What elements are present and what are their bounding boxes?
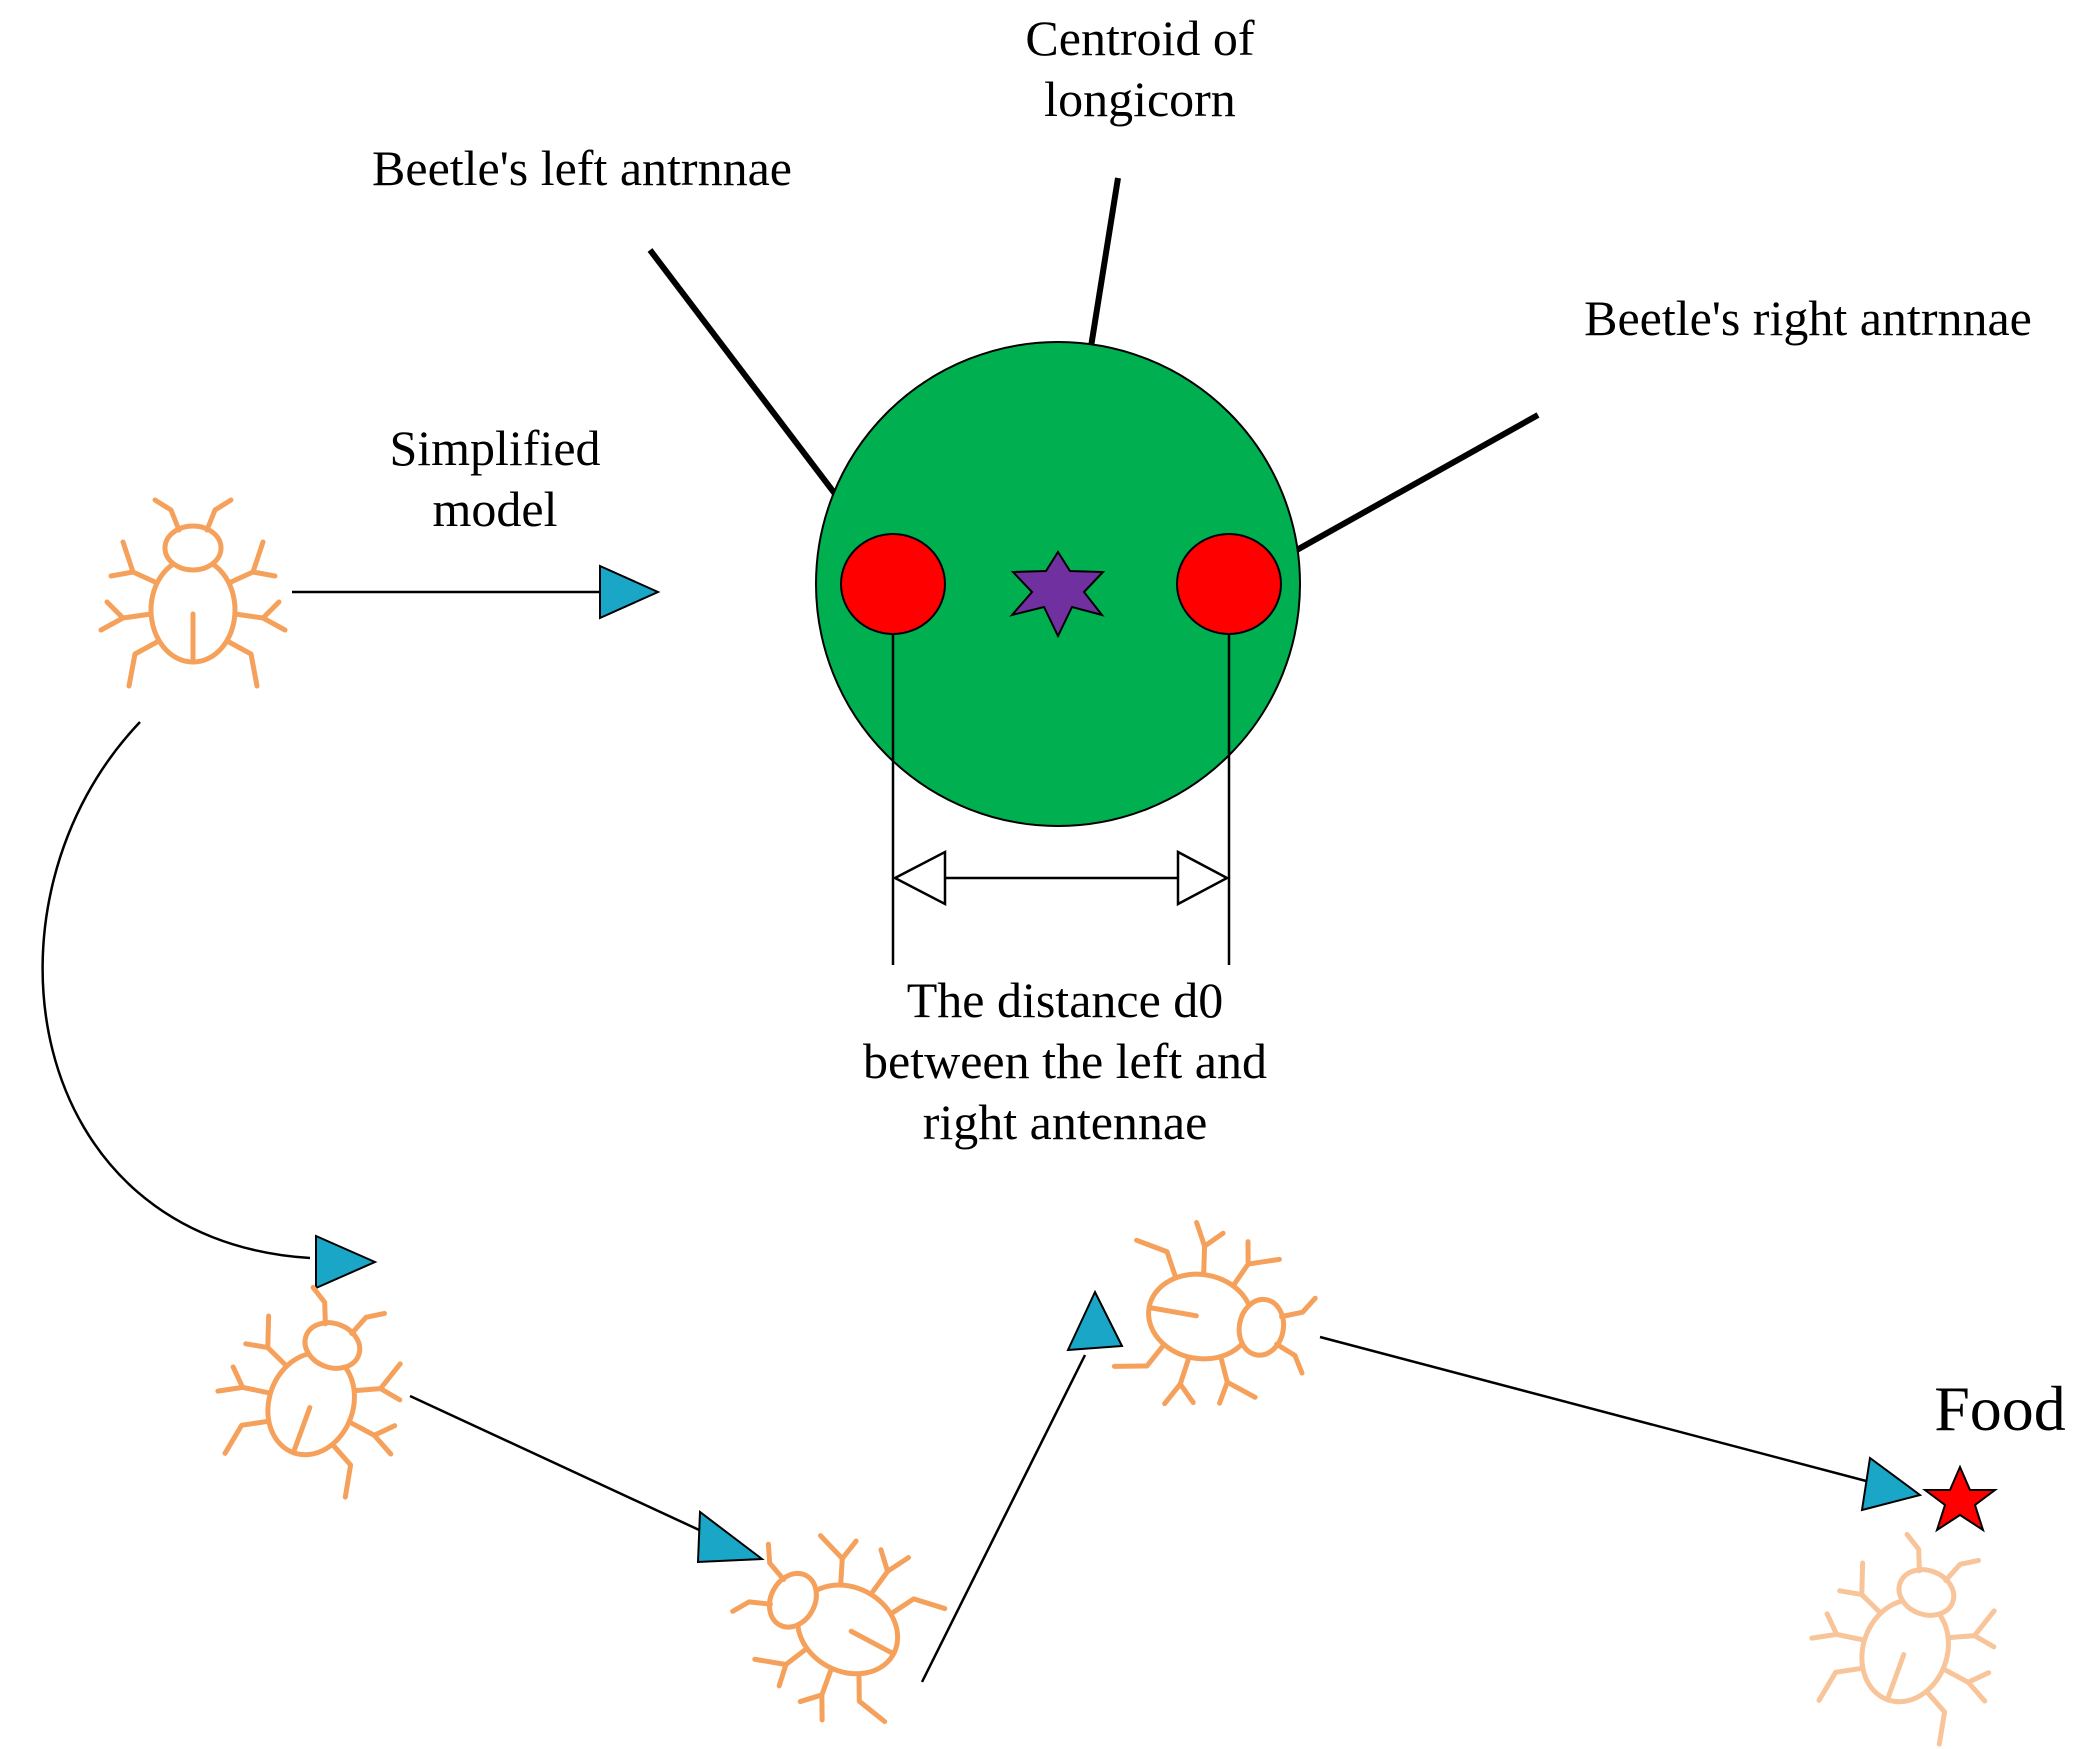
right-antenna-dot [1176, 533, 1282, 635]
distance-label-line-2: between the left and [863, 1033, 1267, 1089]
centroid-label: Centroid of longicorn [905, 8, 1375, 130]
triangle-arrow-icon [599, 564, 661, 620]
search-path-segment-3 [920, 1354, 1087, 1683]
beetle-icon [101, 500, 285, 686]
beetle-icon [1793, 1516, 2030, 1749]
centroid-label-line-1: Centroid of [1025, 10, 1255, 66]
beetle-icon [707, 1497, 958, 1747]
distance-arrowhead-left-icon [892, 849, 947, 907]
triangle-arrow-icon [315, 1234, 378, 1290]
triangle-arrow-icon [696, 1510, 765, 1564]
simplified-model-label: Simplified model [295, 418, 695, 540]
distance-arrowhead-right-icon [1176, 849, 1230, 907]
distance-label-line-3: right antennae [922, 1094, 1208, 1150]
simplified-label-line-2: model [432, 481, 558, 537]
left-antenna-dot [840, 533, 946, 635]
search-path-curve [41, 721, 311, 1260]
six-point-star-icon [1009, 550, 1106, 639]
triangle-arrow-icon [1860, 1456, 1923, 1512]
simplified-label-line-1: Simplified [389, 420, 601, 476]
five-point-star-icon [1922, 1464, 1998, 1533]
beetle-icon [1109, 1213, 1324, 1427]
right-antenna-label: Beetle's right antrnnae [1584, 290, 2032, 346]
centroid-label-line-2: longicorn [1044, 71, 1236, 127]
triangle-arrow-icon [1066, 1289, 1124, 1352]
distance-label: The distance d0 between the left and rig… [775, 970, 1355, 1153]
leader-line-right-antenna [1268, 412, 1540, 568]
search-path-segment-2 [409, 1394, 711, 1537]
distance-label-line-1: The distance d0 [906, 972, 1224, 1028]
left-antenna-label: Beetle's left antrnnae [372, 140, 792, 196]
beetle-icon [199, 1269, 436, 1507]
food-label: Food [1934, 1373, 2066, 1444]
search-path-segment-4 [1319, 1335, 1871, 1484]
